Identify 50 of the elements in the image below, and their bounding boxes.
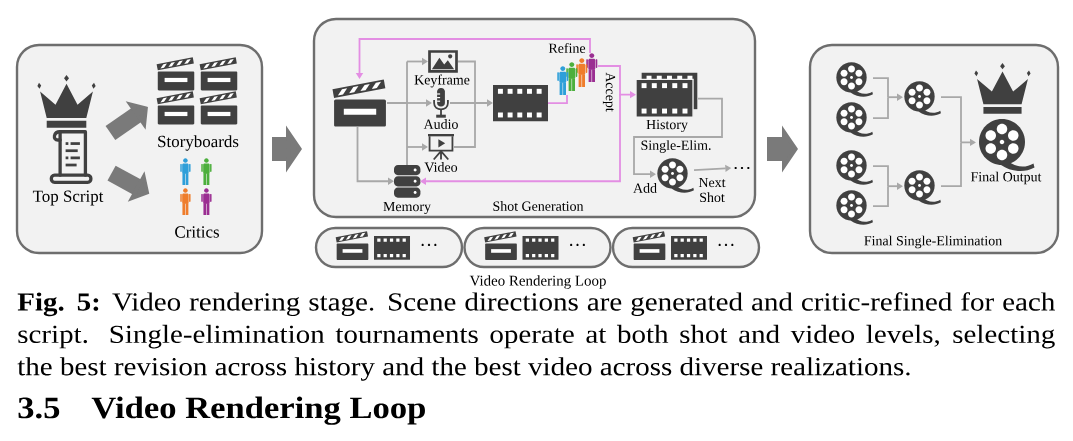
film-reel-icon xyxy=(904,81,941,116)
ellipsis: … xyxy=(421,243,437,247)
arrow xyxy=(887,182,903,190)
film-reel-icon xyxy=(904,170,941,205)
icon-label: Storyboards xyxy=(158,135,239,151)
panel-title: Shot Generation xyxy=(493,201,584,211)
icon-label: History xyxy=(646,119,688,133)
film-reel-icon xyxy=(836,190,873,225)
connector-line xyxy=(872,77,889,99)
connector-line xyxy=(872,96,889,120)
arrow xyxy=(449,99,493,107)
icon-label: Audio xyxy=(423,119,458,129)
panel-title: Final Single-Elimination xyxy=(864,235,1002,249)
arrow xyxy=(406,143,428,151)
block-arrow xyxy=(105,101,148,141)
section-heading: 3.5 Video Rendering Loop xyxy=(18,396,425,425)
icon-label: Memory xyxy=(383,201,431,215)
film-reel-icon xyxy=(836,150,873,185)
arrow xyxy=(633,97,723,178)
icon-label: Keyframe xyxy=(414,74,470,88)
arrow xyxy=(406,99,432,107)
connector-line xyxy=(940,96,962,144)
connector-line xyxy=(940,141,962,188)
icon-label: Critics xyxy=(175,226,219,238)
connector-line xyxy=(872,185,889,208)
ellipsis: … xyxy=(718,243,734,247)
arrow xyxy=(356,126,394,185)
arrow xyxy=(420,93,621,185)
group-title: Video Rendering Loop xyxy=(469,275,606,289)
edge-label: Next Shot xyxy=(698,177,726,203)
ellipsis: … xyxy=(570,243,585,247)
arrow xyxy=(887,93,903,101)
film-reel-icon xyxy=(836,62,873,97)
connector-line xyxy=(386,60,408,166)
ellipsis: … xyxy=(734,166,750,170)
edge-label: Refine xyxy=(548,43,586,53)
icon-label: Video xyxy=(424,162,458,172)
connector-line xyxy=(872,165,889,188)
edge-label: Add xyxy=(633,183,657,193)
icon-label: Final Output xyxy=(970,171,1042,185)
icon-label: Top Script xyxy=(32,190,104,206)
film-strip-icon xyxy=(493,85,548,122)
icon-label: Single-Elim. xyxy=(641,140,711,153)
connector-line xyxy=(547,94,568,105)
figure-caption: Fig. 5: Video rendering stage. Scene directions are generated and critic-refined for each script. Single-elimination tournaments operate at both shot and video levels, selecting the best revision across history and the best video across diverse realizations. xyxy=(17,292,1055,381)
clapperboard-icon xyxy=(332,79,386,127)
connector-line xyxy=(597,65,621,95)
film-reel-icon xyxy=(836,102,873,137)
connector-line xyxy=(453,60,476,148)
edge-label: Accept xyxy=(602,72,616,112)
